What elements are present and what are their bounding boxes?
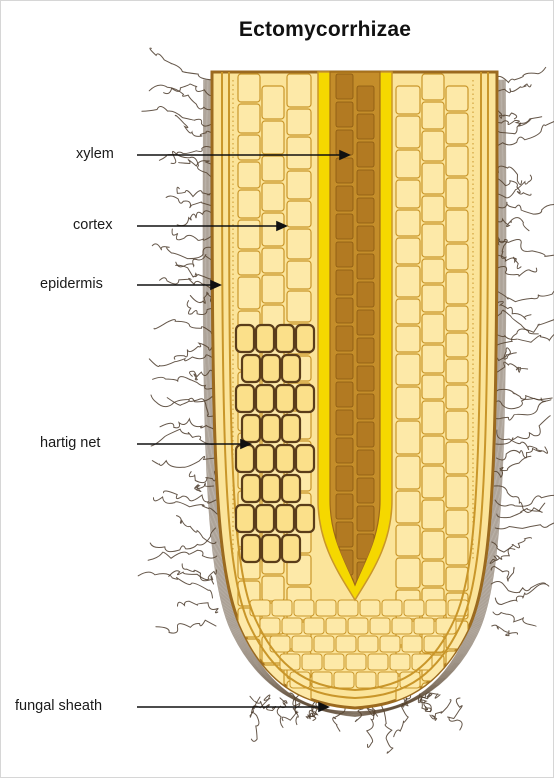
label-epidermis: epidermis [40,276,103,292]
label-xylem: xylem [76,146,114,162]
label-cortex: cortex [73,217,113,233]
label-hartig-net: hartig net [40,435,100,451]
label-fungal-sheath: fungal sheath [15,698,102,714]
